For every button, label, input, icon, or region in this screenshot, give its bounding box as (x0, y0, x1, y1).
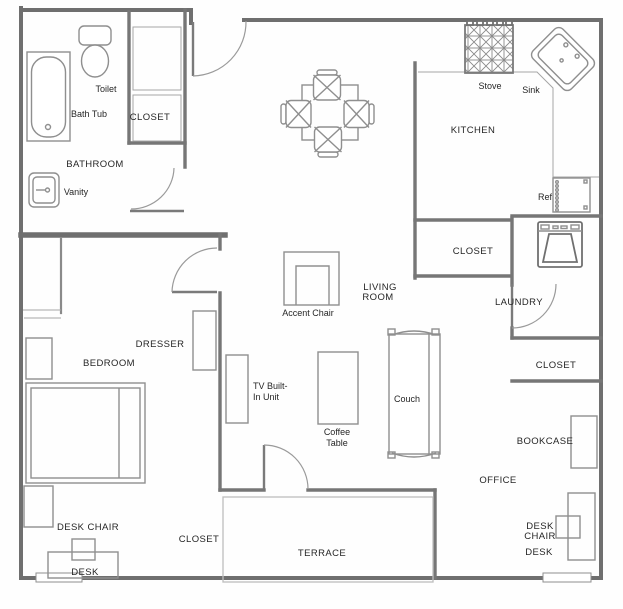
sink-label: Sink (522, 85, 540, 95)
office-desk-chair-label-1: DESK (526, 521, 554, 532)
bedroom-label: BEDROOM (83, 358, 135, 369)
couch (387, 328, 441, 459)
entry-door (191, 20, 247, 77)
tv-unit-label-1: TV Built- (253, 381, 288, 391)
toilet (78, 25, 112, 78)
stove-knobs (466, 20, 513, 26)
nightstand-bottom (23, 485, 54, 528)
bedroom-desk-chair-label: DESK CHAIR (57, 522, 119, 533)
dresser (192, 310, 217, 371)
stove (464, 20, 514, 74)
sink-faucet (574, 53, 580, 59)
kitchen-sink (530, 26, 596, 92)
bathroom-closet-shelves (132, 26, 182, 142)
tv-built-in-unit (225, 354, 249, 424)
washer-door (541, 233, 579, 263)
office-desk-chair-label-2: CHAIR (524, 531, 556, 542)
vanity-faucet (44, 187, 51, 193)
furniture-labels: Toilet Bath Tub Vanity Stove Sink Ref Ac… (57, 81, 573, 578)
vanity-sink (28, 172, 60, 208)
office-desk-label: DESK (525, 547, 553, 558)
office-label: OFFICE (479, 475, 516, 486)
room-labels: BATHROOM CLOSET KITCHEN CLOSET LAUNDRY C… (66, 112, 576, 559)
bedroom-closet-label: CLOSET (179, 534, 219, 545)
nightstand-top (25, 337, 53, 380)
sink-faucet (563, 42, 569, 48)
dresser-label: DRESSER (136, 339, 185, 350)
stove-label: Stove (478, 81, 501, 91)
living-room-label-1: LIVING (363, 282, 397, 293)
vanity-label: Vanity (64, 187, 89, 197)
bathroom-door (130, 167, 184, 213)
bookcase (570, 415, 598, 469)
coffee-table-label-2: Table (326, 438, 348, 448)
dining-chair-left (280, 99, 312, 129)
bath-tub-label: Bath Tub (71, 109, 107, 119)
living-room-label-2: ROOM (362, 292, 393, 303)
tub-drain (44, 123, 52, 131)
toilet-label: Toilet (95, 84, 117, 94)
bedroom-desk (47, 551, 119, 579)
bedroom-desk-label: DESK (71, 567, 99, 578)
washing-machine (537, 221, 583, 268)
dining-chair-bottom (313, 126, 343, 158)
dining-chair-top (312, 69, 342, 101)
dining-chairs (280, 69, 375, 158)
bed (25, 382, 146, 484)
sink-drain (559, 58, 564, 63)
accent-chair-label: Accent Chair (282, 308, 334, 318)
office-window (542, 572, 592, 583)
laundry-door (510, 283, 557, 329)
coffee-table-label-1: Coffee (324, 427, 350, 437)
office-desk-chair (555, 515, 581, 539)
bathroom-closet-label: CLOSET (130, 112, 170, 123)
bathroom-label: BATHROOM (66, 159, 123, 170)
tv-unit-label-2: In Unit (253, 392, 280, 402)
refrigerator (552, 177, 591, 213)
terrace-door (262, 444, 309, 490)
terrace-label: TERRACE (298, 548, 346, 559)
office-desk (567, 492, 596, 561)
laundry-closet-label: CLOSET (536, 360, 576, 371)
bedroom-desk-chair (71, 538, 96, 561)
interior-walls (18, 8, 603, 580)
hall-closet-label: CLOSET (453, 246, 493, 257)
bookcase-label: BOOKCASE (517, 436, 574, 447)
coffee-table (317, 351, 359, 425)
accent-chair (283, 251, 340, 306)
terrace-outline (222, 496, 434, 583)
bedroom-door (171, 247, 218, 294)
couch-label: Couch (394, 394, 420, 404)
bathtub (26, 51, 71, 142)
laundry-label: LAUNDRY (495, 297, 543, 308)
dining-chair-right (343, 99, 375, 129)
kitchen-label: KITCHEN (451, 125, 496, 136)
ref-label: Ref (538, 192, 553, 202)
